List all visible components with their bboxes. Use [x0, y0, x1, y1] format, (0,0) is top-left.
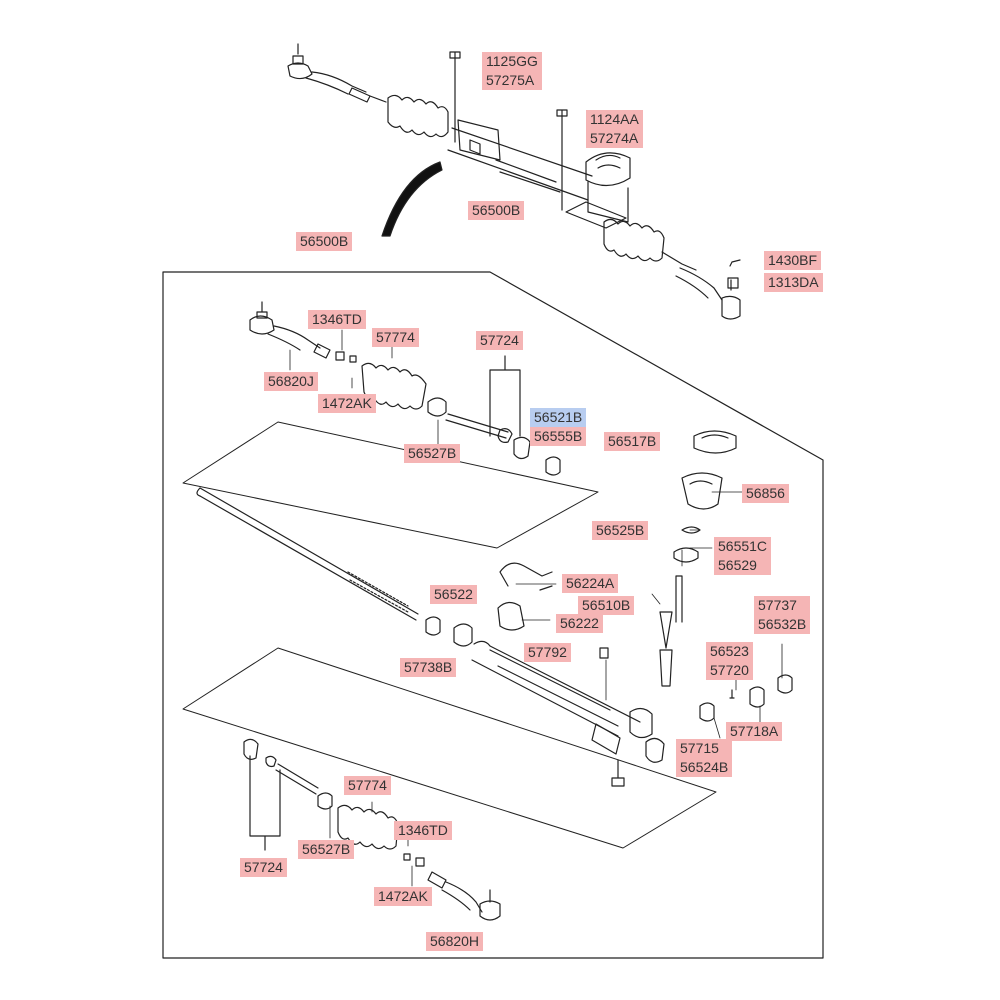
- part-label-57724-upper[interactable]: 57724: [476, 331, 523, 350]
- inner-box-upper: [182, 421, 599, 549]
- part-label-57720[interactable]: 57720: [706, 661, 753, 680]
- part-label-57737[interactable]: 57737: [754, 596, 811, 615]
- part-label-1430BF[interactable]: 1430BF: [764, 251, 822, 270]
- label-stack-plug: 57737 56532B: [754, 596, 811, 634]
- part-label-1472AK-upper[interactable]: 1472AK: [318, 394, 376, 413]
- part-label-56555B[interactable]: 56555B: [530, 427, 587, 446]
- part-label-1125GG[interactable]: 1125GG: [482, 52, 542, 71]
- rack-housing: [471, 640, 665, 787]
- part-label-56856[interactable]: 56856: [742, 484, 789, 503]
- part-label-56820H[interactable]: 56820H: [426, 932, 484, 951]
- part-label-57275A[interactable]: 57275A: [482, 71, 542, 90]
- part-label-56521B[interactable]: 56521B: [530, 408, 587, 427]
- label-stack-bearing: 56551C 56529: [714, 537, 772, 575]
- inner-box-lower: [182, 647, 717, 849]
- part-label-56224A[interactable]: 56224A: [562, 574, 619, 593]
- part-label-56525B[interactable]: 56525B: [592, 521, 649, 540]
- part-label-56529[interactable]: 56529: [714, 556, 772, 575]
- label-stack-bolt-valve: 1124AA 57274A: [586, 110, 643, 148]
- label-stack-bolt-top: 1125GG 57275A: [482, 52, 542, 90]
- part-label-56532B[interactable]: 56532B: [754, 615, 811, 634]
- lower-tie-rod-group: [243, 738, 501, 921]
- part-label-57792[interactable]: 57792: [524, 643, 571, 662]
- top-assembly-drawing: [287, 43, 741, 320]
- label-stack-inner-tie-rod: 56521B 56555B: [530, 408, 587, 446]
- rack-bar: [196, 487, 473, 647]
- part-label-1346TD-upper[interactable]: 1346TD: [308, 310, 366, 329]
- part-label-56500B-assembly[interactable]: 56500B: [468, 201, 525, 220]
- part-label-57774-lower[interactable]: 57774: [344, 776, 391, 795]
- part-label-57718A[interactable]: 57718A: [726, 722, 783, 741]
- part-label-56510B[interactable]: 56510B: [578, 596, 635, 615]
- part-label-56527B-upper[interactable]: 56527B: [404, 444, 461, 463]
- valve-parts: [497, 430, 793, 739]
- part-label-56517B[interactable]: 56517B: [604, 432, 661, 451]
- upper-tie-rod-group: [249, 301, 561, 476]
- part-label-56820J[interactable]: 56820J: [264, 372, 318, 391]
- part-label-56551C[interactable]: 56551C: [714, 537, 772, 556]
- assembly-outline: [162, 271, 824, 959]
- part-label-56523[interactable]: 56523: [706, 642, 753, 661]
- label-stack-yoke: 56523 57720: [706, 642, 753, 680]
- part-label-1346TD-lower[interactable]: 1346TD: [394, 821, 452, 840]
- part-label-57738B[interactable]: 57738B: [400, 658, 457, 677]
- part-label-1124AA[interactable]: 1124AA: [586, 110, 643, 129]
- part-label-1313DA[interactable]: 1313DA: [764, 273, 823, 292]
- label-stack-seal: 57715 56524B: [676, 739, 733, 777]
- part-label-1472AK-lower[interactable]: 1472AK: [374, 887, 432, 906]
- part-label-57274A[interactable]: 57274A: [586, 129, 643, 148]
- part-label-56524B[interactable]: 56524B: [676, 758, 733, 777]
- part-label-56527B-lower[interactable]: 56527B: [298, 840, 355, 859]
- part-label-57774-upper[interactable]: 57774: [372, 328, 419, 347]
- part-label-56222[interactable]: 56222: [556, 614, 603, 633]
- part-label-57715[interactable]: 57715: [676, 739, 733, 758]
- part-label-57724-lower[interactable]: 57724: [240, 858, 287, 877]
- part-label-56522[interactable]: 56522: [430, 585, 477, 604]
- part-label-56500B-exploded[interactable]: 56500B: [296, 232, 353, 251]
